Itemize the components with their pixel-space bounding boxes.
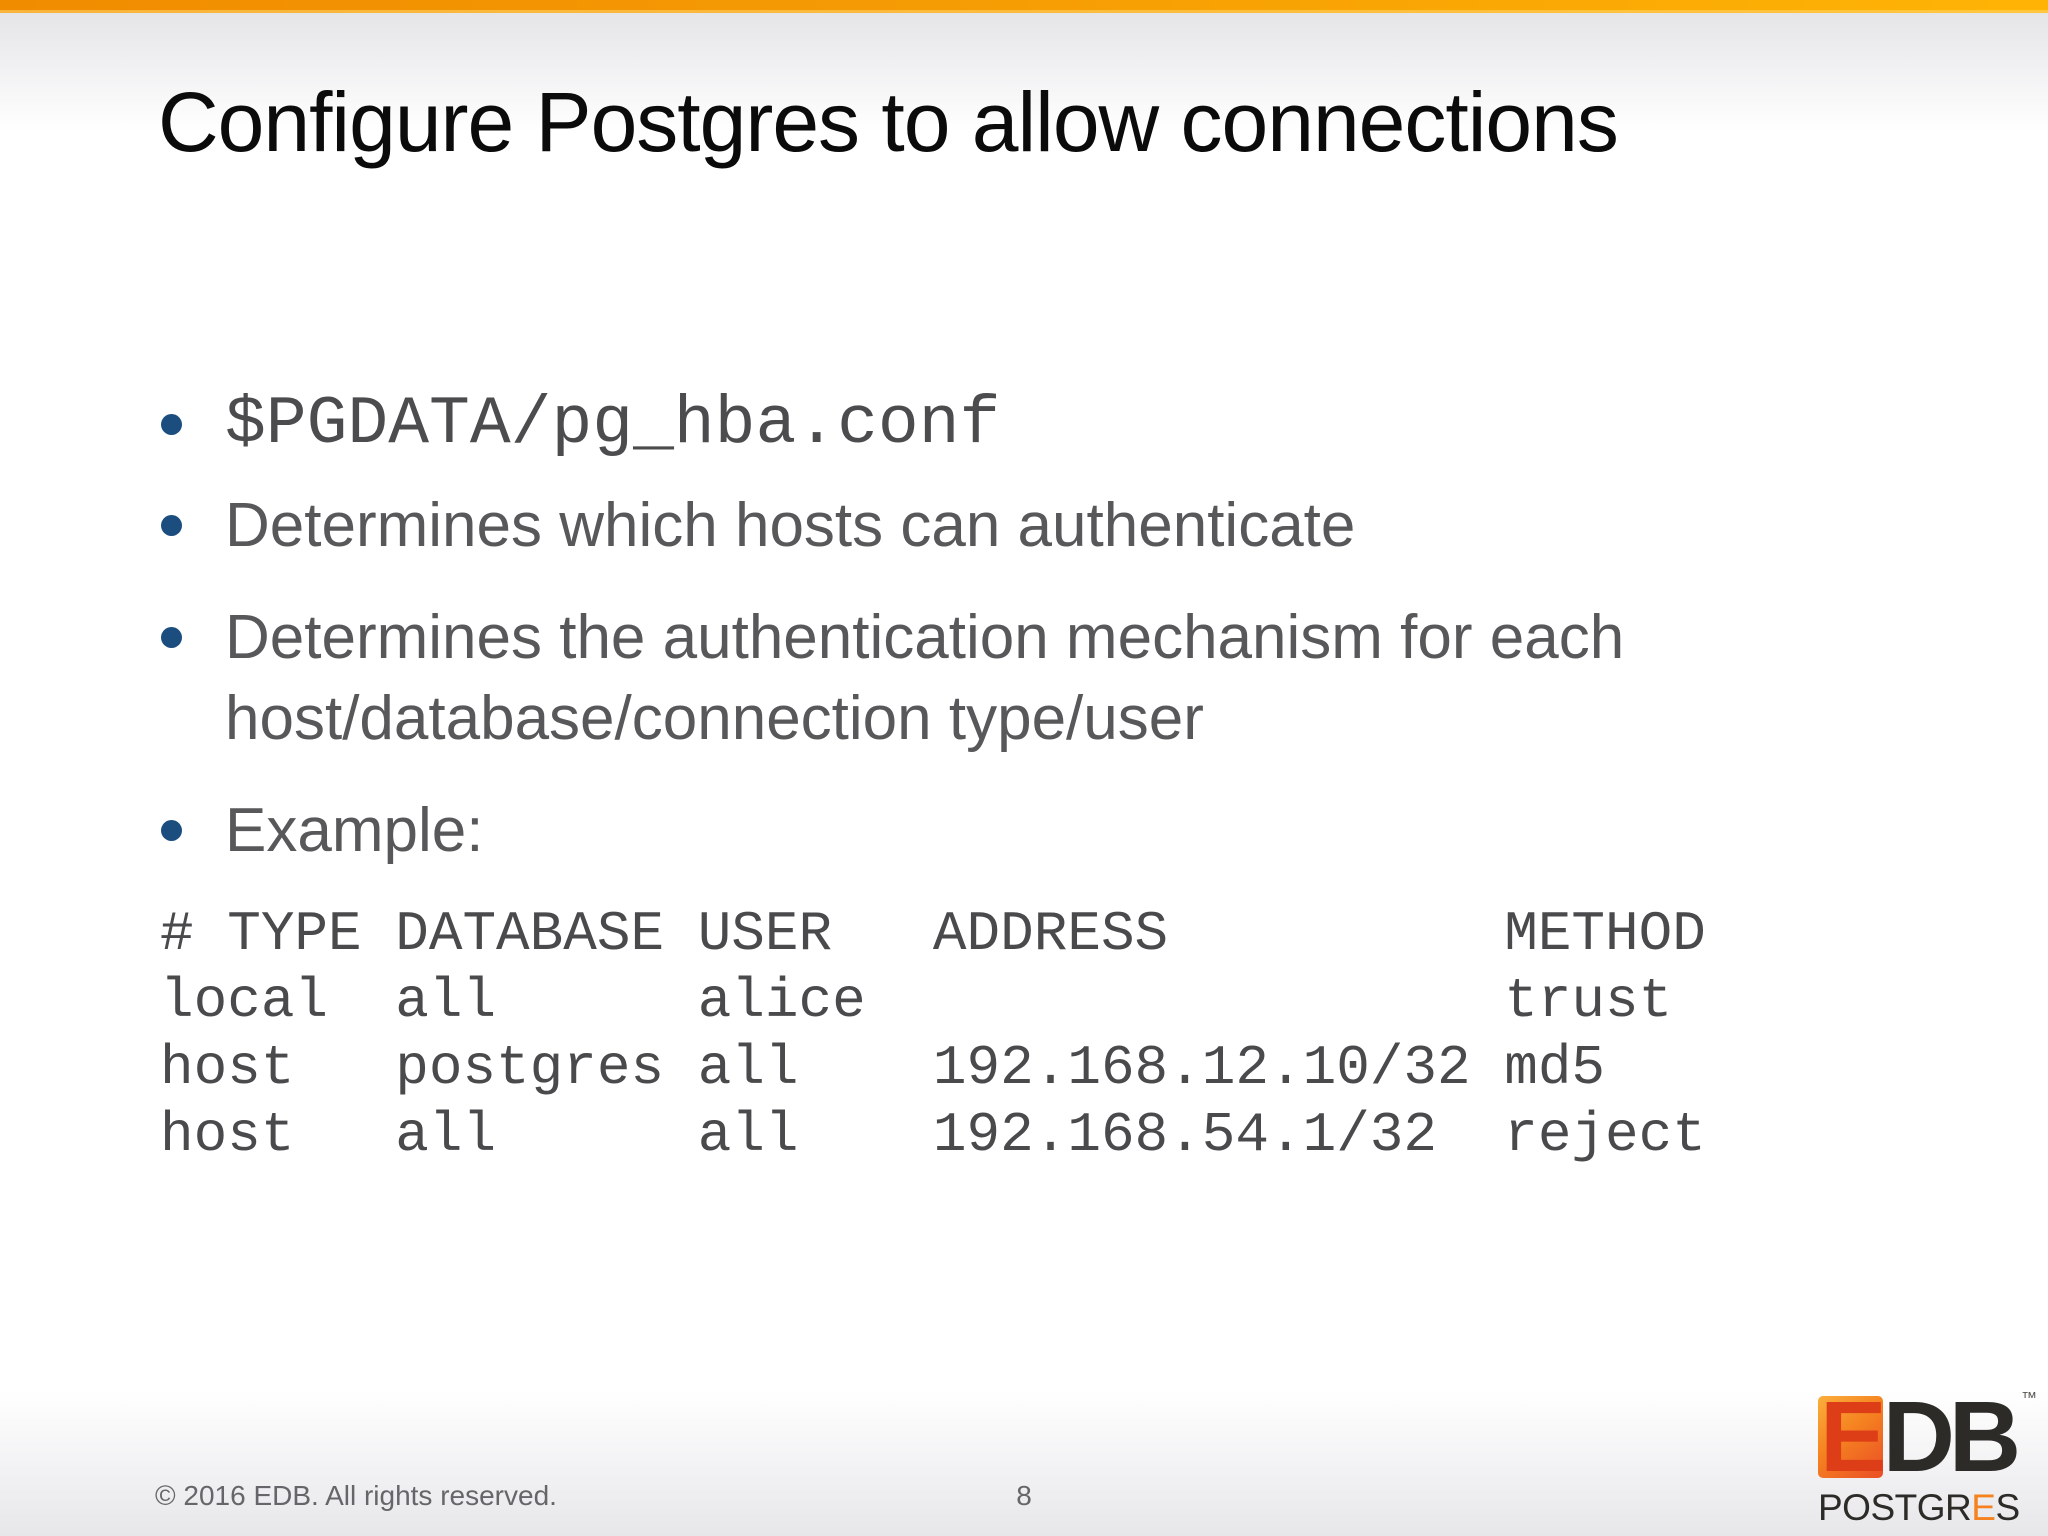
- postgres-wordmark: POSTGRES: [1818, 1487, 2038, 1529]
- bullet-dot: [161, 414, 182, 435]
- copyright-text: © 2016 EDB. All rights reserved.: [155, 1480, 557, 1511]
- header-gradient: [0, 13, 2048, 131]
- postgres-letters-after-e: S: [1995, 1487, 2020, 1528]
- bullet-item-auth-mechanism: Determines the authentication mechanism …: [161, 597, 1855, 759]
- bullet-text-example: Example:: [225, 796, 484, 865]
- bullet-text-hosts-authenticate: Determines which hosts can authenticate: [225, 491, 1356, 560]
- trademark-icon: ™: [2021, 1390, 2038, 1407]
- postgres-orange-e: E: [1971, 1487, 1996, 1528]
- bullet-dot: [161, 627, 182, 648]
- edb-logo-db-letters: DB: [1882, 1381, 2021, 1493]
- bullet-text-pgdata-path: $PGDATA/pg_hba.conf: [225, 386, 1001, 463]
- bullet-dot: [161, 515, 182, 536]
- pg-hba-conf-example-code: # TYPE DATABASE USER ADDRESS METHOD loca…: [160, 902, 1706, 1167]
- bullet-dot: [161, 820, 182, 841]
- postgres-letters-before-e: POSTGR: [1818, 1487, 1972, 1528]
- bullet-item-hosts-authenticate: Determines which hosts can authenticate: [161, 485, 1355, 566]
- bullet-text-auth-mechanism: Determines the authentication mechanism …: [225, 603, 1625, 753]
- bullet-item-pgdata-path: $PGDATA/pg_hba.conf: [161, 384, 1000, 465]
- edb-logo-e-mark: E: [1818, 1381, 1887, 1493]
- slide-title: Configure Postgres to allow connections: [158, 75, 1619, 169]
- footer-gradient: [0, 1391, 2048, 1536]
- bullet-item-example: Example:: [161, 790, 483, 871]
- top-accent-bar: [0, 0, 2048, 13]
- page-number: 8: [1016, 1480, 1032, 1511]
